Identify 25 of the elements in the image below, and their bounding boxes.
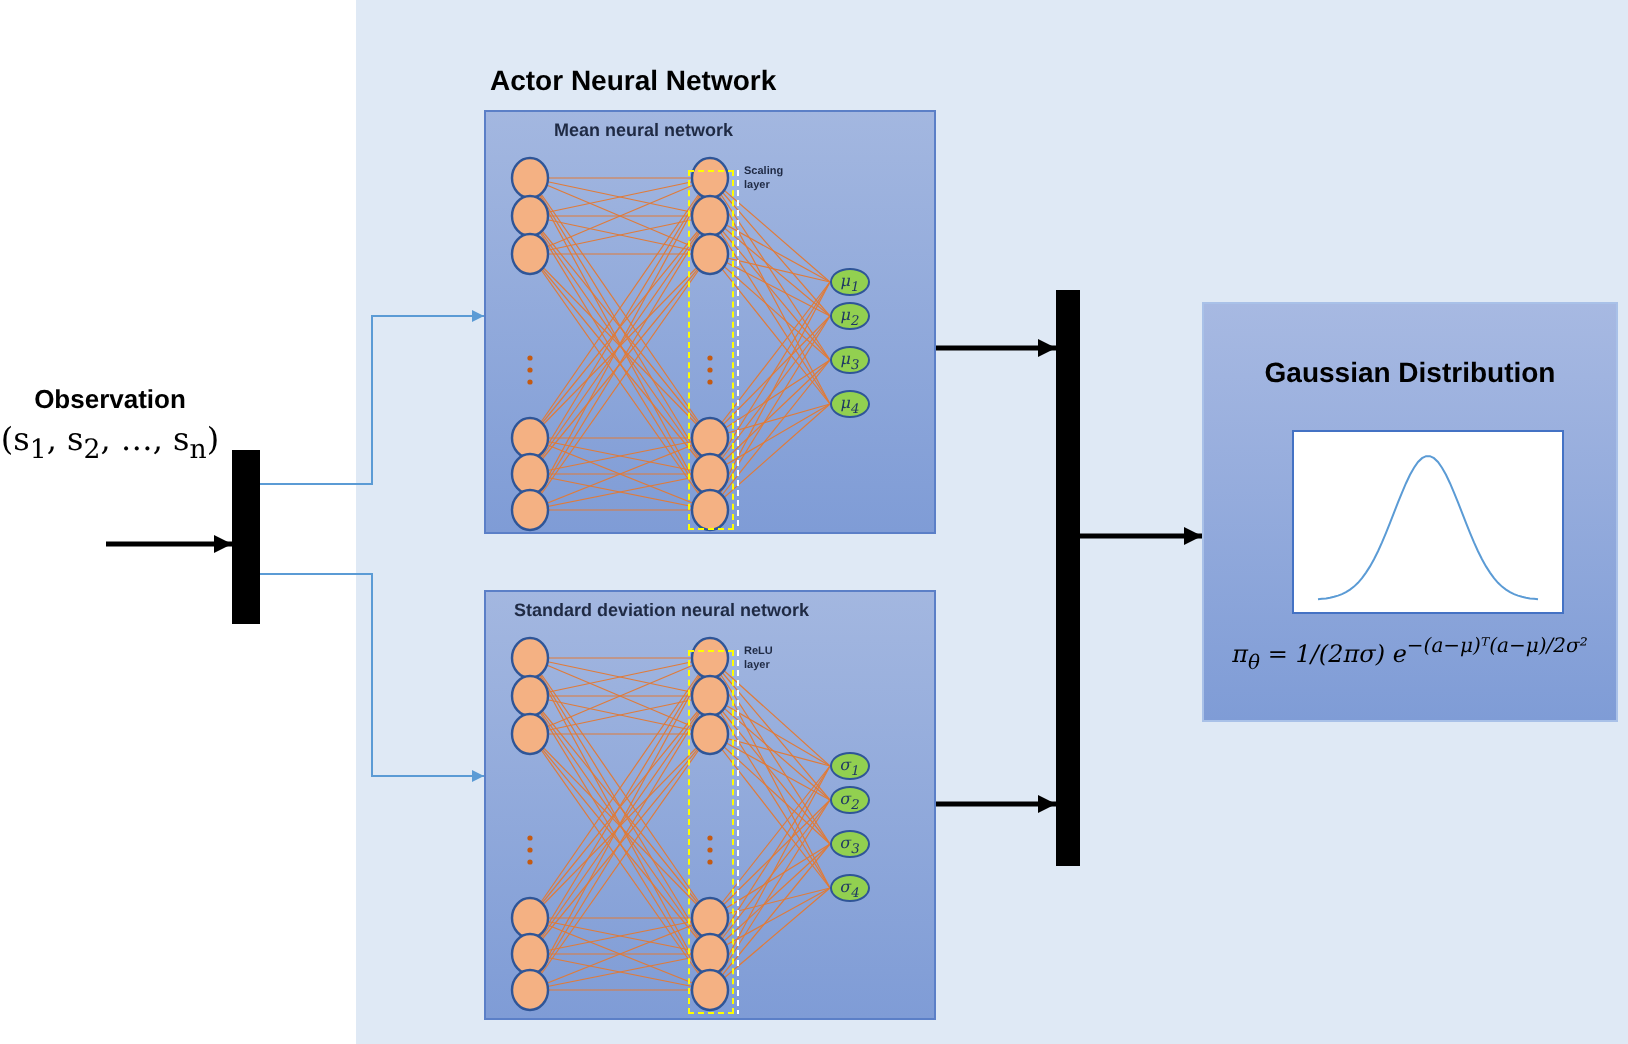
output-neuron: μ$_{4}$ — [830, 390, 870, 418]
output-neuron: μ$_{2}$ — [830, 302, 870, 330]
junction-bar — [1056, 290, 1080, 866]
arrow — [1080, 527, 1202, 545]
distribution-panel — [1202, 302, 1618, 722]
network-title: Standard deviation neural network — [514, 600, 810, 620]
arrow — [259, 310, 485, 485]
arrow — [936, 339, 1056, 357]
network-panel — [356, 0, 1628, 1044]
caption-formula: (s$_{1}$, s$_{2}$, …, s$_{n}$) — [0, 420, 220, 467]
output-neuron: σ$_{4}$ — [830, 874, 870, 902]
junction-bar — [232, 450, 260, 624]
network-title: Mean neural network — [554, 120, 734, 140]
arrow — [936, 795, 1056, 813]
output-neuron: μ$_{3}$ — [830, 346, 870, 374]
output-neuron: σ$_{1}$ — [830, 752, 870, 780]
arrow — [259, 573, 485, 782]
output-neuron: μ$_{1}$ — [830, 268, 870, 296]
panel-title: Actor Neural Network — [490, 64, 777, 96]
arrow — [106, 535, 232, 553]
panel-title: Gaussian Distribution — [1262, 356, 1558, 388]
caption-title: Observation — [32, 384, 188, 414]
output-neuron: σ$_{2}$ — [830, 786, 870, 814]
output-neuron: σ$_{3}$ — [830, 830, 870, 858]
formula: π$_{θ}$ = 1/(2πσ) e$^{−(a−μ)ᵀ(a−μ)/2σ²}$ — [1230, 636, 1590, 675]
